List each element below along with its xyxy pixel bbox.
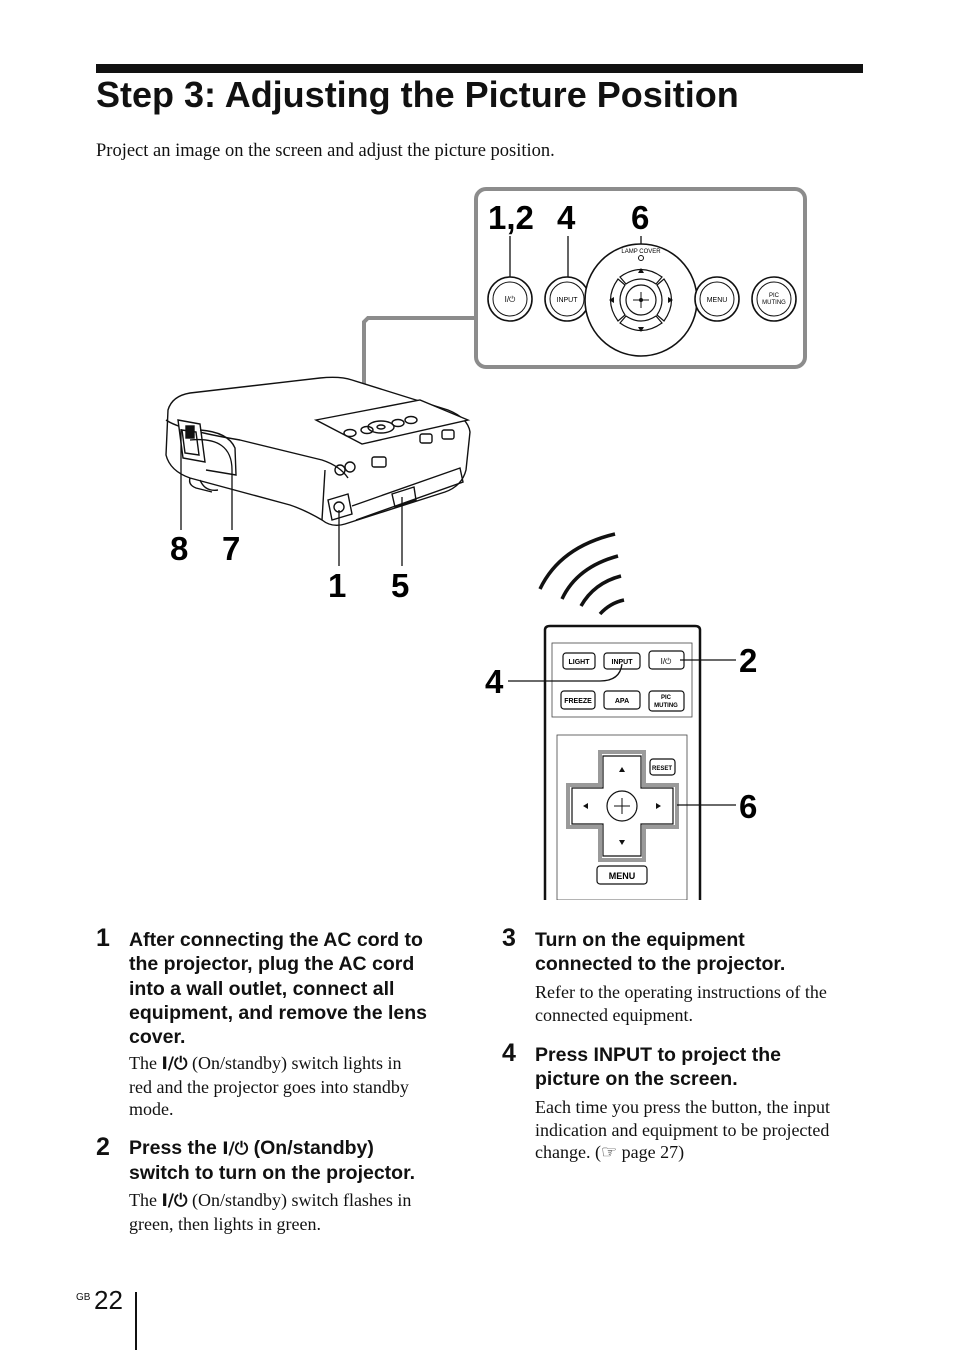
callout-label: 8 (170, 530, 188, 567)
step-2-heading: Press the I/⏻ (On/standby) switch to tur… (129, 1137, 416, 1185)
remote-signal-waves (538, 532, 625, 616)
step-3-body: Refer to the operating instructions of t… (535, 982, 827, 1025)
svg-text:RESET: RESET (652, 766, 672, 772)
panel-pic-muting-button: PIC MUTING (751, 276, 797, 322)
svg-text:PIC: PIC (661, 695, 672, 701)
power-symbol-icon: I/⏻ (161, 1191, 188, 1211)
title-rule (96, 64, 863, 73)
svg-text:MUTING: MUTING (762, 300, 786, 306)
svg-text:MENU: MENU (609, 871, 636, 881)
step-1-number: 1 (96, 924, 110, 952)
step-2-body: The I/⏻ (On/standby) switch flashes in g… (129, 1190, 412, 1234)
power-symbol-icon: I/⏻ (161, 1054, 188, 1074)
svg-text:INPUT: INPUT (612, 659, 634, 666)
callout-connector (362, 316, 476, 418)
svg-text:LIGHT: LIGHT (569, 659, 591, 666)
power-symbol-icon: I/⏻ (222, 1139, 249, 1159)
step-3-number: 3 (502, 924, 516, 952)
svg-text:INPUT: INPUT (557, 297, 579, 304)
panel-power-button: I/⏻ (487, 276, 533, 322)
panel-menu-button: MENU (694, 276, 740, 322)
projector-illustration (165, 376, 471, 527)
step-4-number: 4 (502, 1039, 516, 1067)
remote-illustration: LIGHT INPUT I/⏻ FREEZE APA PIC MUTING RE… (543, 624, 702, 900)
page-title: Step 3: Adjusting the Picture Position (96, 74, 739, 115)
svg-text:FREEZE: FREEZE (564, 698, 592, 705)
intro-text: Project an image on the screen and adjus… (96, 141, 555, 161)
panel-input-button: INPUT (544, 276, 590, 322)
page-number: 22 (94, 1285, 123, 1315)
callout-label: 6 (631, 199, 649, 236)
region-code: GB (76, 1292, 91, 1303)
callout-label: 1,2 (488, 199, 534, 236)
callout-label: 7 (222, 530, 240, 567)
callout-label: 2 (739, 642, 757, 679)
svg-text:LAMP COVER: LAMP COVER (621, 249, 661, 255)
svg-text:I/⏻: I/⏻ (505, 295, 516, 304)
step-1-heading: After connecting the AC cord to the proj… (129, 929, 427, 1049)
step-4-body: Each time you press the button, the inpu… (535, 1097, 830, 1163)
callout-label: 6 (739, 788, 757, 825)
svg-text:MENU: MENU (707, 297, 728, 304)
footer-divider (135, 1292, 137, 1350)
step-2-number: 2 (96, 1133, 110, 1161)
svg-text:PIC: PIC (769, 293, 780, 299)
callout-label: 5 (391, 567, 409, 604)
step-4-heading: Press INPUT to project the picture on th… (535, 1044, 781, 1091)
svg-text:I/⏻: I/⏻ (661, 657, 672, 666)
callout-label: 1 (328, 567, 346, 604)
panel-direction-pad: LAMP COVER (584, 243, 698, 357)
step-1-body: The I/⏻ (On/standby) switch lights in re… (129, 1053, 409, 1120)
svg-text:APA: APA (615, 698, 629, 705)
projector-figure: 1,2 4 6 I/⏻ INPUT LAMP COVER (165, 187, 807, 900)
callout-label: 4 (485, 663, 504, 700)
control-panel-frame (474, 187, 807, 369)
callout-label: 4 (557, 199, 576, 236)
step-3-heading: Turn on the equipment connected to the p… (535, 929, 786, 976)
svg-text:MUTING: MUTING (654, 703, 678, 709)
